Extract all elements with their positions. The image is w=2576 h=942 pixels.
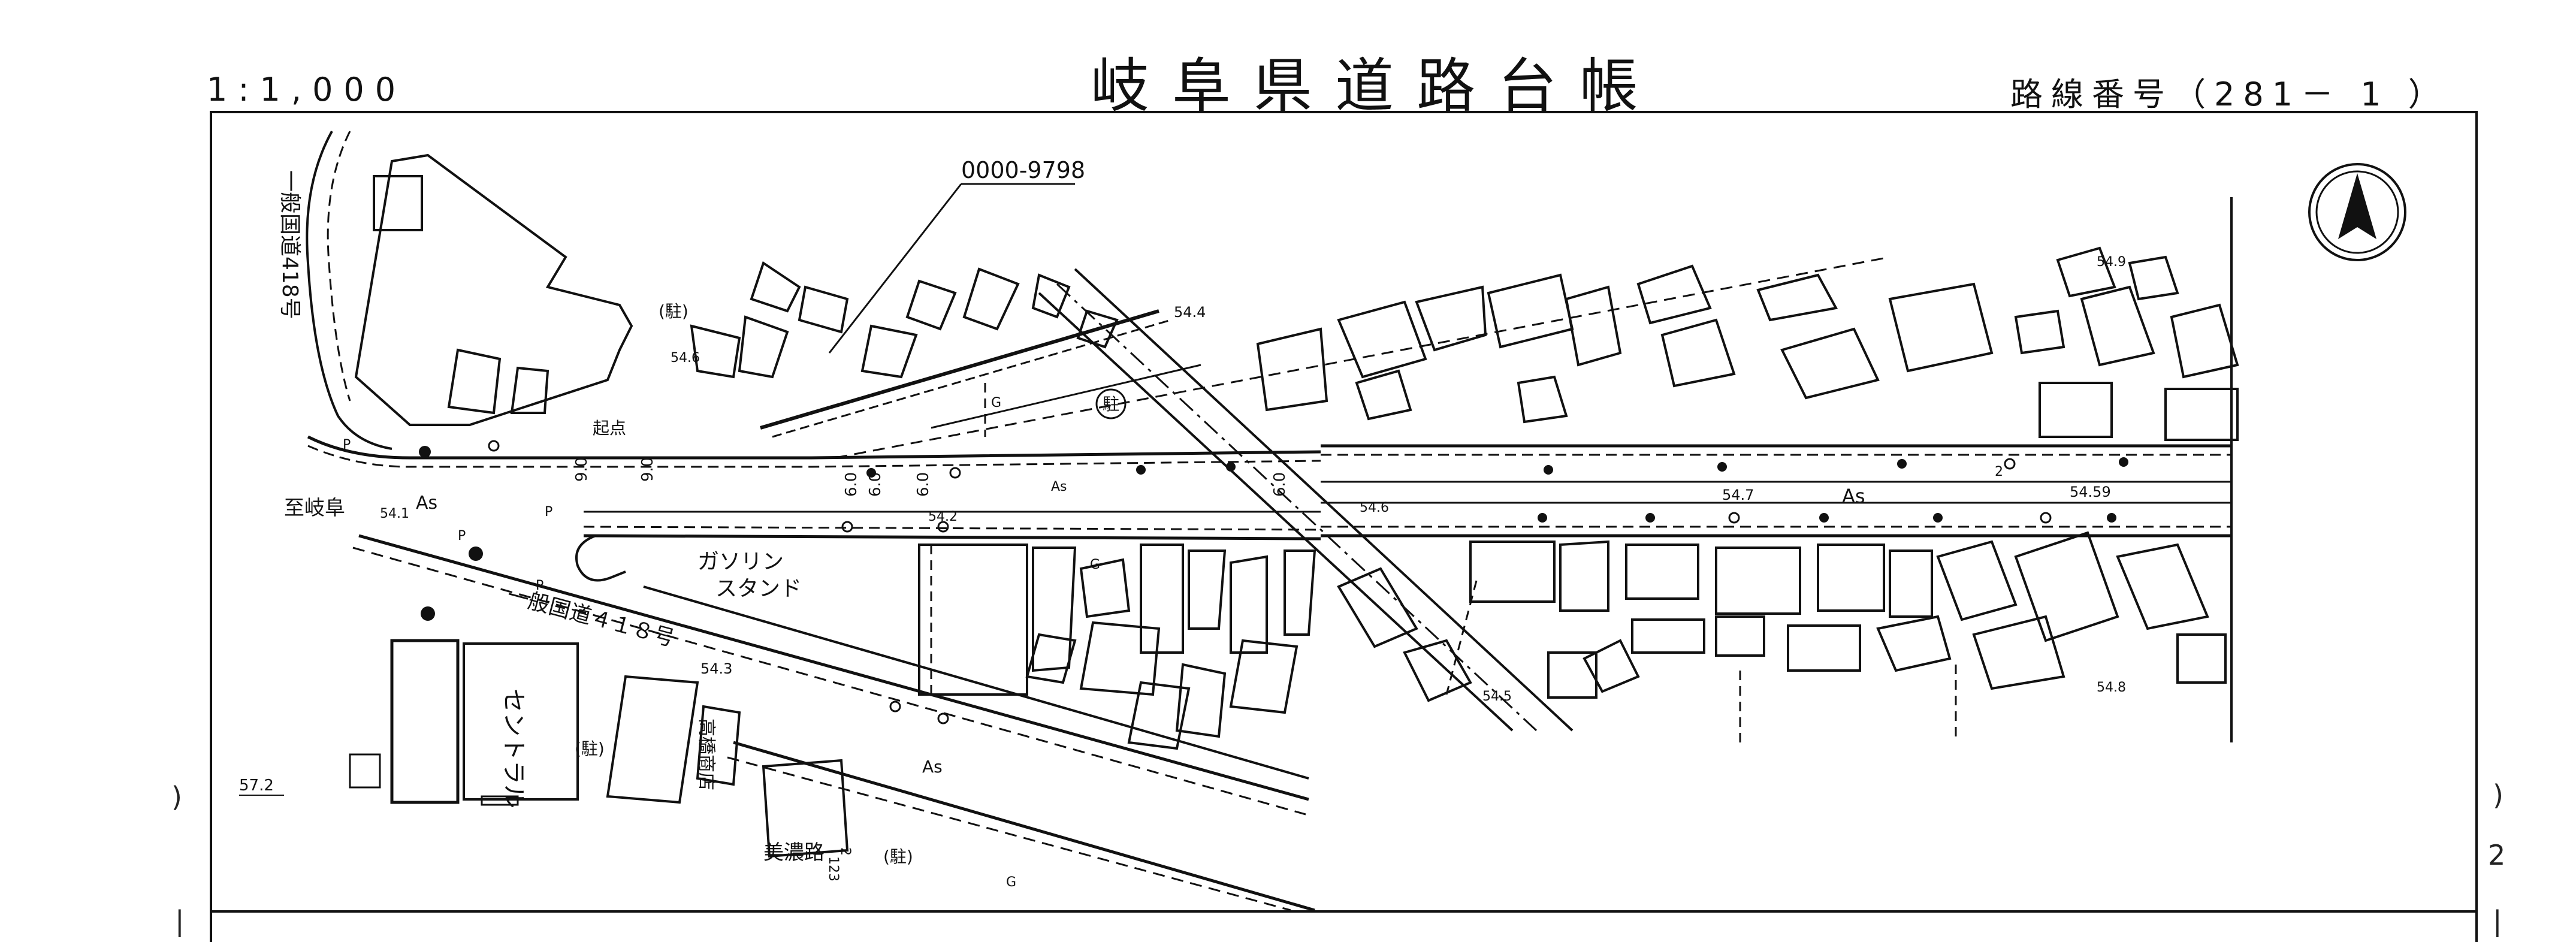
elevation-label: 57.2: [239, 777, 274, 795]
property-lines: [930, 197, 2233, 742]
surface-label: As: [416, 493, 437, 514]
elevation-label: 54.5: [1482, 689, 1512, 704]
utility-poles: [419, 440, 2128, 724]
surface-label: G: [1006, 875, 1016, 890]
surface-label: P: [343, 437, 351, 452]
west-road: [307, 435, 1321, 582]
surface-label: P: [536, 578, 543, 593]
buildings-south: [1469, 531, 2227, 699]
right-edge-number: 2: [2488, 839, 2506, 871]
to-gifu-label: 至岐阜: [284, 496, 345, 520]
bottom-right-mark: |: [2493, 905, 2502, 937]
takahashi-label: 高橋商店: [696, 718, 717, 790]
width-label: 6.0: [914, 472, 932, 497]
surface-label: G: [1090, 557, 1100, 572]
bottom-left-mark: |: [175, 905, 185, 937]
surface-label: As: [1842, 485, 1865, 508]
elevation-label: 54.4: [1174, 304, 1206, 321]
right-edge-mark: ): [2493, 779, 2503, 811]
surface-label: P: [545, 505, 552, 520]
parking-label-3: (駐): [883, 847, 913, 866]
surface-label: As: [922, 757, 943, 777]
parking-circle-icon: [1095, 388, 1127, 419]
elevation-label: 54.7: [1722, 487, 1754, 503]
elevation-label: 54.3: [700, 660, 732, 677]
left-edge-mark: ): [171, 781, 182, 813]
width-label: 6.0: [1271, 472, 1289, 497]
width-label: 6.0: [842, 472, 860, 497]
buildings-south-central: [918, 544, 1472, 750]
upper-diagonal-line: [760, 256, 1891, 459]
buildings-southwest: [349, 639, 849, 858]
small-number-label: 2: [838, 847, 853, 856]
north-arrow-icon: [2308, 163, 2406, 261]
parking-label-2: (駐): [575, 739, 605, 759]
parking-circle-label: 駐: [1103, 394, 1119, 414]
parking-label-1: (駐): [659, 301, 688, 321]
sheet-number-label: 2: [1995, 464, 2003, 479]
diagonal-road: [1038, 268, 1574, 732]
width-label: 9.0: [573, 457, 591, 482]
document-title: 岐阜県道路台帳: [1091, 52, 1662, 120]
elevation-label: 54.2: [928, 509, 958, 524]
parcel-number-label: 0000-9798: [961, 157, 1085, 183]
gas-station-label-line2: スタンド: [715, 576, 802, 601]
gas-station-label-line1: ガソリン: [697, 550, 784, 574]
surface-label: P: [458, 529, 466, 544]
surface-label: As: [1051, 479, 1067, 494]
mino-road-label: 美濃路: [763, 841, 825, 865]
central-label: セントラル: [500, 689, 527, 808]
buildings-north: [1256, 246, 2239, 441]
surface-label: G: [991, 395, 1001, 410]
buildings-northwest: [354, 153, 1119, 426]
map-frame: 0000-9798 一般国道418号 一般国道４１８号 至岐阜 美濃路 ガソリン…: [210, 111, 2478, 913]
bottom-strip: [210, 908, 2478, 942]
elevation-label: 54.59: [2070, 484, 2111, 500]
route-418-upper-label: 一般国道418号: [277, 170, 302, 319]
parcel-leader: [828, 183, 1075, 354]
elevation-label: 54.9: [2097, 255, 2126, 270]
kiten-label: 起点: [593, 418, 626, 438]
elevation-label: 54.1: [380, 506, 409, 521]
elevation-label: 54.8: [2097, 680, 2126, 695]
route-number-label: 路線番号（281－ 1 ）: [2010, 76, 2449, 113]
route-418-upper: [306, 131, 392, 450]
elevation-label: 54.6: [1360, 500, 1389, 515]
width-label: 9.0: [639, 457, 657, 482]
elevation-label: 54.6: [671, 351, 700, 366]
width-label: 6.0: [866, 472, 884, 497]
small-number-label: 123: [826, 856, 841, 881]
scale-label: 1:1,000: [207, 71, 407, 108]
map-canvas: 0000-9798 一般国道418号 一般国道４１８号 至岐阜 美濃路 ガソリン…: [239, 131, 2406, 910]
route-418-lower: [352, 534, 1315, 910]
